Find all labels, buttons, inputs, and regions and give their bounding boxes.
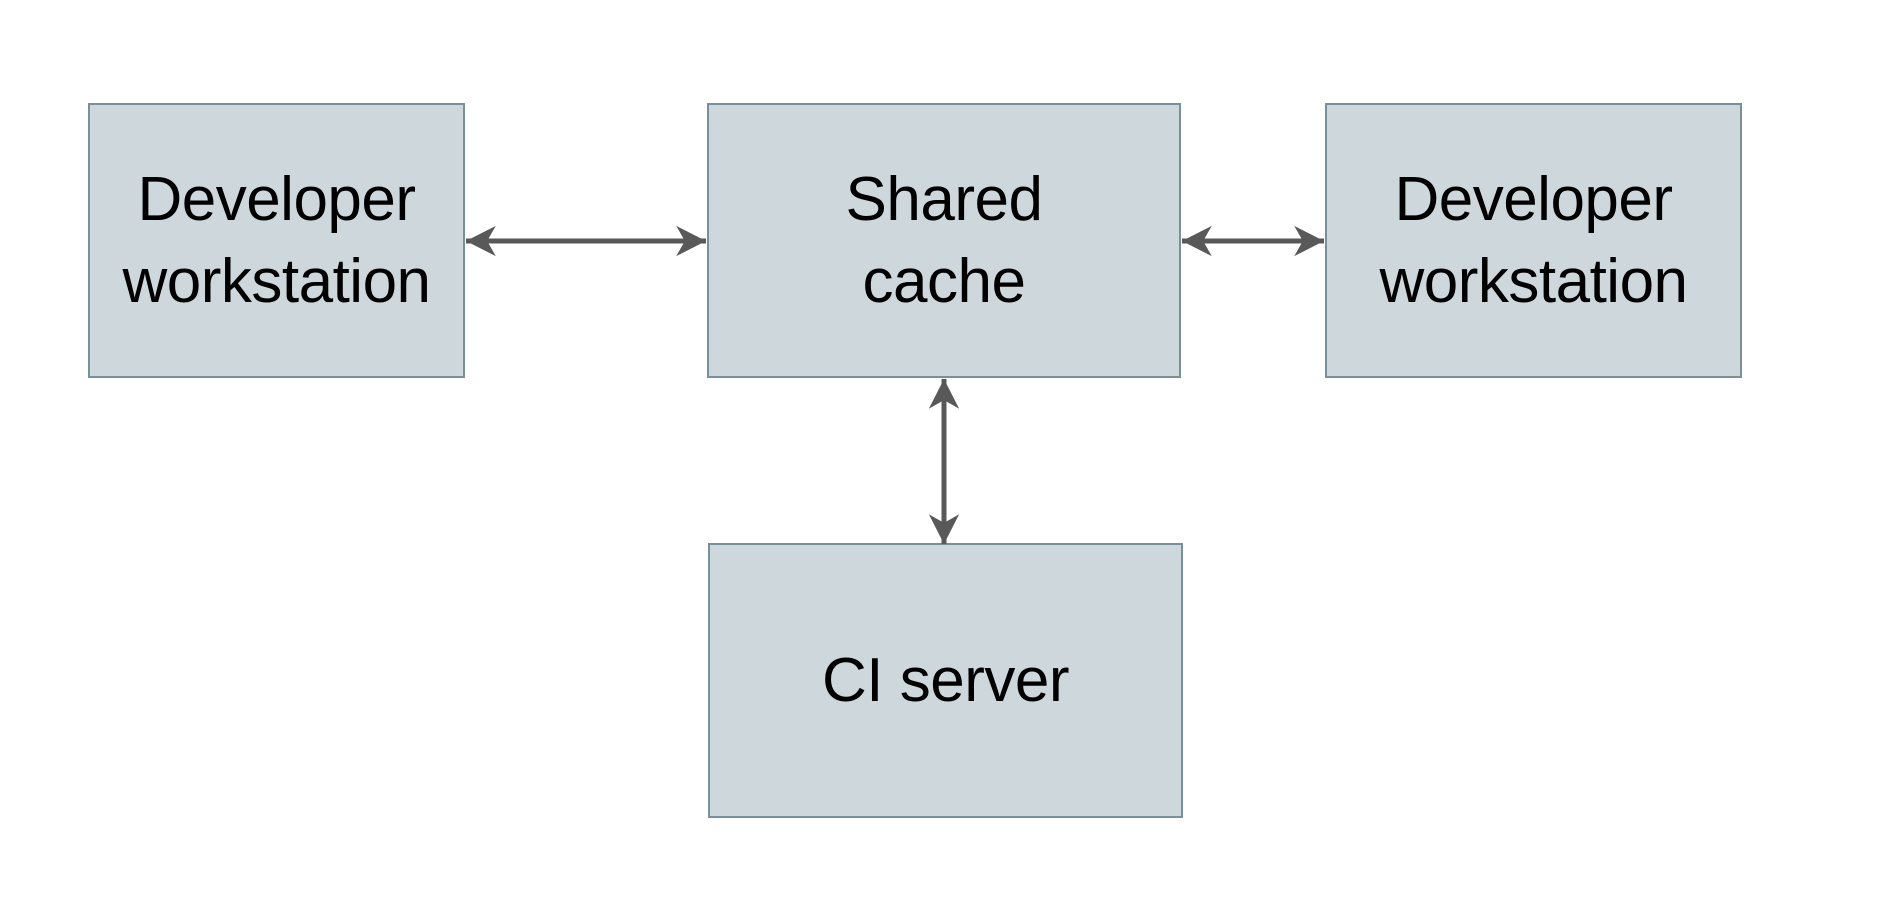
connector-cache-to-ci-server	[928, 379, 960, 544]
connector-dev-left-to-cache	[466, 225, 706, 257]
node-developer-workstation-right[interactable]: Developer workstation	[1325, 103, 1742, 378]
connector-cache-to-dev-right	[1182, 225, 1324, 257]
node-label: CI server	[822, 645, 1069, 715]
node-ci-server[interactable]: CI server	[708, 543, 1183, 818]
node-developer-workstation-left[interactable]: Developer workstation	[88, 103, 465, 378]
node-label: Developer workstation	[122, 164, 431, 316]
node-label: Shared cache	[845, 164, 1043, 316]
node-label: Developer workstation	[1379, 164, 1688, 316]
node-shared-cache[interactable]: Shared cache	[707, 103, 1181, 378]
